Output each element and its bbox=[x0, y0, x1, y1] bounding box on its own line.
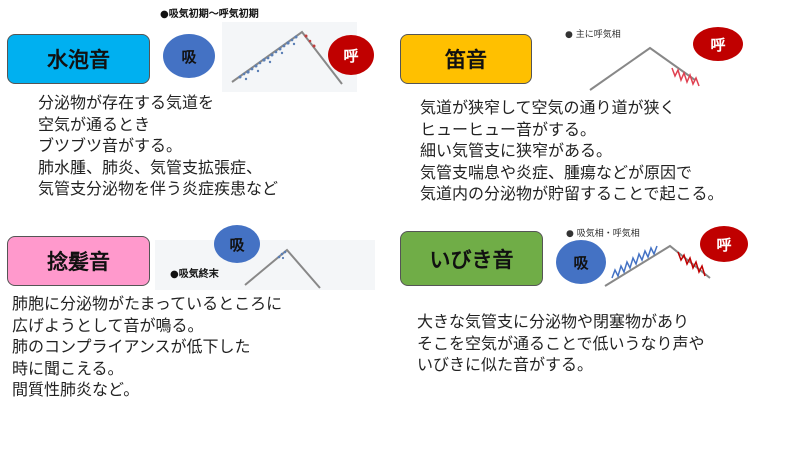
fine-crackles-title: 捻髪音 bbox=[7, 236, 150, 286]
description-line: いびきに似た音がする。 bbox=[417, 355, 594, 374]
wheeze-waveform-icon bbox=[589, 46, 700, 91]
description-line: 肺胞に分泌物がたまっているところに bbox=[12, 294, 283, 313]
description-line: 肺のコンプライアンスが低下した bbox=[12, 337, 251, 356]
coarse-crackles-description: 分泌物が存在する気道を 空気が通るとき ブツブツ音がする。 肺水腫、肺炎、気管支… bbox=[38, 92, 278, 200]
fine-crackles-description: 肺胞に分泌物がたまっているところに 広げようとして音が鳴る。 肺のコンプライアン… bbox=[12, 293, 282, 401]
rhonchi-title: いびき音 bbox=[400, 231, 543, 286]
description-line: 大きな気管支に分泌物や閉塞物があり bbox=[417, 312, 690, 331]
description-line: 空気が通るとき bbox=[38, 114, 151, 134]
wheeze-title: 笛音 bbox=[400, 34, 532, 84]
rhonchi-waveform-icon bbox=[604, 244, 711, 287]
inspiration-badge: 吸 bbox=[556, 240, 606, 284]
description-line: 細い気管支に狭窄がある。 bbox=[420, 141, 613, 160]
rhonchi-description: 大きな気管支に分泌物や閉塞物があり そこを空気が通ることで低いうなり声や いびき… bbox=[417, 311, 705, 376]
description-line: 分泌物が存在する気道を bbox=[38, 93, 215, 112]
description-line: 間質性肺炎など。 bbox=[12, 380, 140, 399]
expiration-badge: 呼 bbox=[328, 35, 374, 75]
coarse-crackles-timing: ●吸気初期～呼気初期 bbox=[160, 9, 259, 20]
description-line: 時に聞こえる。 bbox=[12, 358, 124, 378]
expiration-badge: 呼 bbox=[693, 27, 743, 61]
fine-crackles-waveform-icon bbox=[155, 240, 375, 290]
expiration-badge: 呼 bbox=[700, 226, 748, 262]
description-line: そこを空気が通ることで低いうなり声や bbox=[417, 333, 705, 353]
inspiration-badge: 吸 bbox=[214, 225, 260, 263]
inspiration-badge: 吸 bbox=[163, 34, 215, 78]
description-line: ブツブツ音がする。 bbox=[38, 136, 183, 155]
rhonchi-timing: ● 吸気相・呼気相 bbox=[566, 229, 640, 239]
wheeze-timing: ● 主に呼気相 bbox=[565, 30, 621, 40]
description-line: 広げようとして音が鳴る。 bbox=[12, 315, 204, 335]
fine-crackles-timing: ●吸気終末 bbox=[170, 269, 219, 280]
description-line: 気道内の分泌物が貯留することで起こる。 bbox=[420, 184, 724, 203]
wheeze-description: 気道が狭窄して空気の通り道が狭く ヒューヒュー音がする。 細い気管支に狭窄がある… bbox=[420, 97, 724, 205]
description-line: 気管支喘息や炎症、腫瘍などが原因で bbox=[420, 162, 693, 182]
description-line: 気道が狭窄して空気の通り道が狭く bbox=[420, 98, 676, 117]
description-line: ヒューヒュー音がする。 bbox=[420, 119, 597, 139]
coarse-crackles-title: 水泡音 bbox=[7, 34, 150, 84]
description-line: 肺水腫、肺炎、気管支拡張症、 bbox=[38, 157, 263, 177]
description-line: 気管支分泌物を伴う炎症疾患など bbox=[38, 179, 279, 198]
